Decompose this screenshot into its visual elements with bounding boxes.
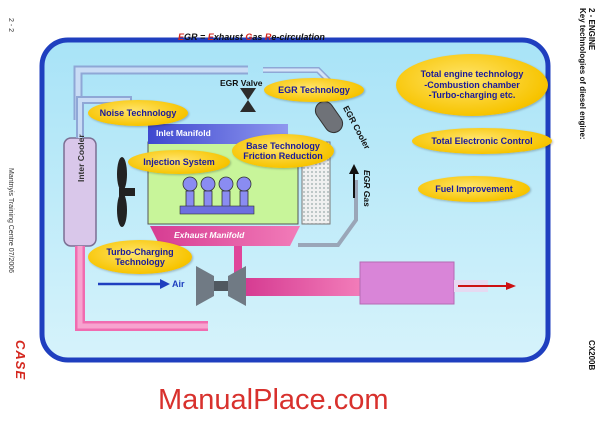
inter-cooler-label: Inter Cooler [76, 134, 86, 182]
bubble-text: -Turbo-charging etc. [428, 90, 516, 101]
section-title: 2 - ENGINE [587, 8, 596, 51]
bubble-text: Fuel Improvement [435, 183, 513, 194]
bubble-text: -Combustion chamber [424, 79, 520, 90]
exhaust-manifold-label: Exhaust Manifold [174, 230, 245, 240]
case-logo: CASE [13, 340, 28, 381]
model-number: CX200B [587, 340, 596, 371]
egr-valve-label: EGR Valve [220, 78, 263, 88]
fan [117, 157, 135, 227]
title-part: e-circulation [271, 32, 325, 42]
title-part: GR = [184, 32, 208, 42]
electronic-control-bubble: Total Electronic Control [412, 128, 552, 154]
egr-return-pipe [298, 180, 358, 247]
diagram-title: EGR = Exhaust Gas Re-circulation [178, 32, 325, 42]
watermark: ManualPlace.com [158, 384, 389, 416]
muffler [359, 261, 455, 305]
title-part: as [252, 32, 265, 42]
air-label: Air [172, 279, 185, 289]
injection-system-bubble: Injection System [128, 150, 230, 174]
title-e1: E [178, 32, 185, 42]
section-subtitle: Key technologies of diesel engine: [578, 8, 587, 140]
egr-valve [240, 88, 256, 112]
bubble-text: Total Electronic Control [431, 135, 533, 146]
page-number: 2 - 2 [7, 18, 14, 33]
fuel-improvement-bubble: Fuel Improvement [418, 176, 530, 202]
total-engine-technology-bubble: Total engine technology -Combustion cham… [396, 54, 548, 116]
bubble-text: Technology [115, 257, 165, 267]
bubble-text: EGR Technology [278, 84, 350, 95]
title-part: xhaust [213, 32, 246, 42]
base-technology-bubble: Base Technology Friction Reduction [232, 134, 334, 168]
title-r: R [264, 32, 272, 42]
noise-technology-bubble: Noise Technology [88, 100, 188, 126]
egr-cooler [314, 100, 344, 134]
turbo-charging-bubble: Turbo-Charging Technology [88, 240, 192, 274]
bubble-text: Total engine technology [420, 69, 524, 80]
bubble-text: Turbo-Charging [106, 246, 174, 257]
inlet-manifold-label: Inlet Manifold [156, 128, 211, 138]
title-g: G [245, 32, 253, 42]
bubble-text: Injection System [143, 156, 215, 167]
exhaust-pipe [246, 278, 360, 296]
bubble-text: Noise Technology [99, 107, 177, 118]
cylinders [182, 176, 252, 208]
footer-text: Mantnyis Training Centre 07/2006 [7, 168, 14, 274]
bubble-text: Base Technology [246, 140, 320, 151]
bubble-text: Friction Reduction [243, 151, 323, 161]
egr-gas-label: EGR Gas [362, 170, 372, 207]
title-e2: E [207, 32, 214, 42]
egr-technology-bubble: EGR Technology [264, 78, 364, 102]
exhaust-manifold [150, 226, 300, 246]
turbocharger [196, 266, 246, 306]
